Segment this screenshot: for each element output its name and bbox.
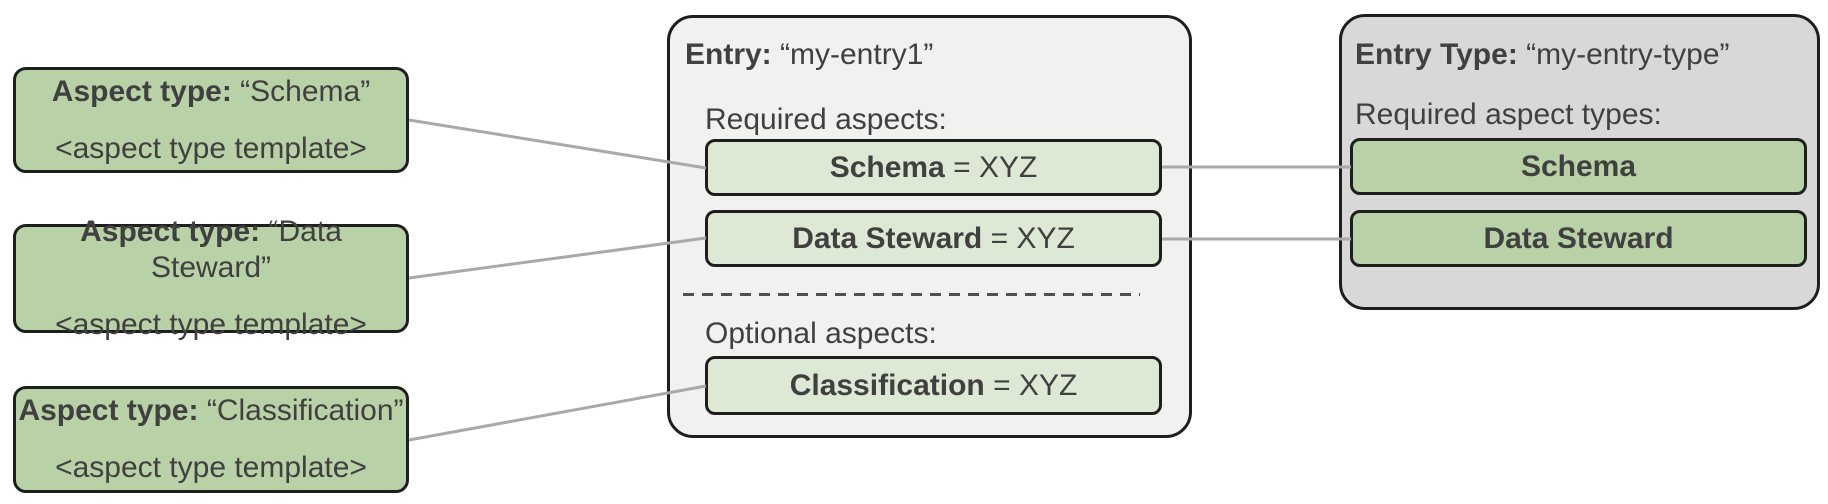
required-aspect-types-heading: Required aspect types: <box>1355 98 1662 131</box>
aspect-type-box-data-steward: Aspect type: “Data Steward” <aspect type… <box>13 215 409 341</box>
entry-title: Entry: “my-entry1” <box>685 38 933 72</box>
aspect-chip-data-steward: Data Steward = XYZ <box>705 210 1162 267</box>
aspect-type-template: <aspect type template> <box>55 451 367 484</box>
optional-aspects-heading: Optional aspects: <box>705 317 937 350</box>
aspect-type-title: Aspect type: “Schema” <box>52 74 370 110</box>
connector-classification-to-entry <box>408 384 707 442</box>
aspect-type-label: Aspect type: <box>18 394 199 427</box>
aspect-type-box-schema: Aspect type: “Schema” <aspect type templ… <box>13 67 409 173</box>
aspect-name: Classification <box>789 368 985 402</box>
entry-label: Entry: <box>685 38 772 71</box>
required-aspects-heading: Required aspects: <box>705 103 947 136</box>
aspect-type-chip-name: Schema <box>1520 149 1637 183</box>
entry-type-title: Entry Type: “my-entry-type” <box>1355 38 1730 72</box>
entry-type-label: Entry Type: <box>1355 38 1518 71</box>
aspect-type-chip-schema: Schema <box>1350 138 1807 195</box>
entry-name: “my-entry1” <box>780 38 934 71</box>
aspect-type-title: Aspect type: “Classification” <box>18 393 403 429</box>
aspect-type-label: Aspect type: <box>51 74 232 108</box>
aspect-type-box-classification: Aspect type: “Classification” <aspect ty… <box>13 386 409 493</box>
aspect-name: Schema <box>829 150 945 184</box>
aspect-value: = XYZ <box>990 221 1075 255</box>
connector-data-steward-to-entry <box>408 236 707 280</box>
entry-panel: Entry: “my-entry1” Required aspects: Sch… <box>667 15 1192 438</box>
aspect-type-label: Aspect type: <box>80 215 261 248</box>
entry-type-panel: Entry Type: “my-entry-type” Required asp… <box>1339 14 1820 310</box>
aspect-value: = XYZ <box>993 368 1078 402</box>
entry-type-name: “my-entry-type” <box>1526 38 1730 71</box>
connector-schema-to-entry <box>408 118 707 170</box>
aspect-type-name: “Schema” <box>240 74 371 108</box>
aspect-type-chip-name: Data Steward <box>1483 221 1674 255</box>
aspect-type-template: <aspect type template> <box>55 131 367 165</box>
aspect-chip-schema: Schema = XYZ <box>705 139 1162 196</box>
aspect-type-template: <aspect type template> <box>55 308 367 341</box>
required-optional-divider <box>683 293 1140 296</box>
aspect-type-title: Aspect type: “Data Steward” <box>16 214 406 286</box>
aspect-type-chip-data-steward: Data Steward <box>1350 210 1807 267</box>
aspect-name: Data Steward <box>792 221 983 255</box>
aspect-type-name: “Data Steward” <box>150 215 342 284</box>
aspect-type-name: “Classification” <box>206 394 404 427</box>
aspect-chip-classification: Classification = XYZ <box>705 356 1162 415</box>
aspect-value: = XYZ <box>953 150 1038 184</box>
